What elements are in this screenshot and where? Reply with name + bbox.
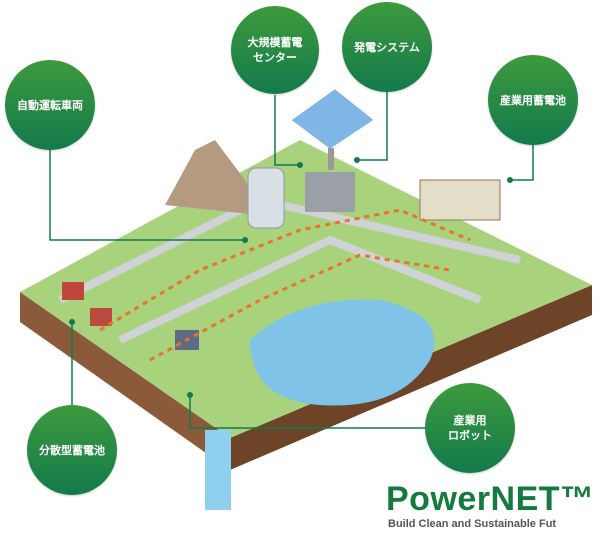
lake	[250, 299, 435, 406]
powernet-logo: PowerNET™	[386, 480, 595, 518]
solar-panel	[288, 86, 377, 152]
label-power-generation: 発電システム	[342, 2, 432, 92]
connector-lines	[49, 92, 534, 429]
label-large-storage-center: 大規模蓄電 センター	[231, 6, 319, 94]
label-industrial-battery: 産業用蓄電池	[488, 55, 578, 145]
logo-tagline: Build Clean and Sustainable Fut	[388, 518, 557, 530]
mountain	[165, 140, 260, 215]
label-distributed-battery: 分散型蓄電池	[27, 405, 117, 495]
road	[118, 235, 482, 344]
power-grid-lines	[99, 208, 471, 362]
waterfall	[205, 430, 231, 510]
factory	[419, 179, 501, 221]
storage-center	[305, 172, 355, 212]
solar-pole	[328, 148, 334, 170]
connector-dots	[69, 157, 513, 398]
label-industrial-robot: 産業用 ロボット	[425, 383, 515, 473]
label-autonomous-vehicle: 自動運転車両	[5, 60, 95, 150]
hotel-tower	[247, 167, 285, 229]
house	[90, 308, 112, 326]
house	[62, 282, 84, 300]
